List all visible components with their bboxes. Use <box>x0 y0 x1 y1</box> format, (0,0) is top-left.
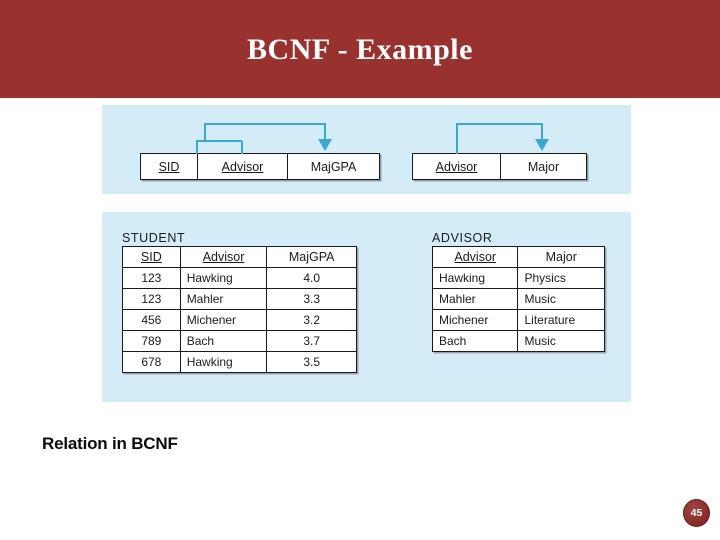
slide-caption: Relation in BCNF <box>42 434 178 453</box>
cell-sid: 789 <box>122 330 181 352</box>
cell-advisor: Michener <box>179 309 268 331</box>
schema-box-student: SID Advisor MajGPA <box>140 153 380 180</box>
schema-attribute-major-label: Major <box>527 159 560 174</box>
table-row: 678 Hawking 3.5 <box>122 351 357 373</box>
table-row: 123 Hawking 4.0 <box>122 267 357 289</box>
table-advisor: Advisor Major Hawking Physics Mahler Mus… <box>431 246 605 352</box>
page-title: BCNF - Example <box>247 33 473 66</box>
schema-attribute-advisor2: Advisor <box>413 154 501 179</box>
table-header-row: Advisor Major <box>431 246 605 268</box>
cell-advisor: Hawking <box>179 351 268 373</box>
cell-advisor: Hawking <box>179 267 268 289</box>
column-header-advisor: Advisor <box>179 246 268 268</box>
table-row: Mahler Music <box>431 288 605 310</box>
cell-sid: 678 <box>122 351 181 373</box>
schema-attribute-majgpa: MajGPA <box>288 154 379 179</box>
cell-advisor: Bach <box>431 330 519 352</box>
table-row: 123 Mahler 3.3 <box>122 288 357 310</box>
cell-major: Physics <box>517 267 605 289</box>
cell-advisor: Michener <box>431 309 519 331</box>
column-header-major: Major <box>517 246 605 268</box>
cell-majgpa: 3.3 <box>266 288 357 310</box>
table-student: SID Advisor MajGPA 123 Hawking 4.0 123 M… <box>122 246 357 373</box>
schema-diagram-panel <box>102 105 631 194</box>
cell-majgpa: 3.5 <box>266 351 357 373</box>
column-header-majgpa: MajGPA <box>266 246 357 268</box>
schema-attribute-sid: SID <box>141 154 198 179</box>
schema-attribute-advisor-label: Advisor <box>221 159 264 174</box>
slide-header-band <box>0 0 720 98</box>
table-row: Bach Music <box>431 330 605 352</box>
cell-majgpa: 3.7 <box>266 330 357 352</box>
cell-advisor: Hawking <box>431 267 519 289</box>
schema-attribute-major: Major <box>501 154 586 179</box>
cell-advisor: Mahler <box>179 288 268 310</box>
cell-major: Music <box>517 330 605 352</box>
table-name-student: STUDENT <box>122 231 186 245</box>
table-name-advisor: ADVISOR <box>432 231 493 245</box>
schema-attribute-majgpa-label: MajGPA <box>310 159 357 174</box>
cell-advisor: Bach <box>179 330 268 352</box>
cell-majgpa: 4.0 <box>266 267 357 289</box>
schema-attribute-advisor: Advisor <box>198 154 288 179</box>
cell-majgpa: 3.2 <box>266 309 357 331</box>
table-row: Hawking Physics <box>431 267 605 289</box>
table-row: 456 Michener 3.2 <box>122 309 357 331</box>
column-header-advisor: Advisor <box>431 246 519 268</box>
cell-major: Music <box>517 288 605 310</box>
table-row: Michener Literature <box>431 309 605 331</box>
table-header-row: SID Advisor MajGPA <box>122 246 357 268</box>
schema-attribute-sid-label: SID <box>158 159 180 174</box>
cell-advisor: Mahler <box>431 288 519 310</box>
cell-sid: 123 <box>122 267 181 289</box>
cell-major: Literature <box>517 309 605 331</box>
column-header-sid: SID <box>122 246 181 268</box>
schema-box-advisor: Advisor Major <box>412 153 587 180</box>
page-number-badge: 45 <box>683 499 710 527</box>
cell-sid: 123 <box>122 288 181 310</box>
table-row: 789 Bach 3.7 <box>122 330 357 352</box>
schema-attribute-advisor2-label: Advisor <box>435 159 478 174</box>
cell-sid: 456 <box>122 309 181 331</box>
